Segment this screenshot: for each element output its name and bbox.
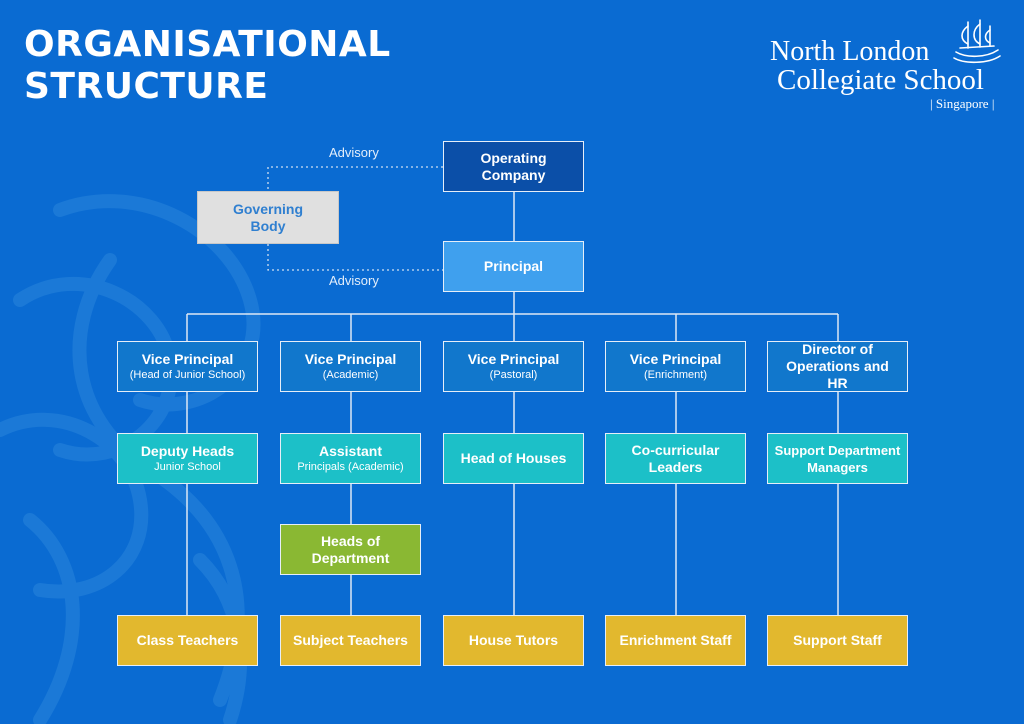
advisory-label-bottom: Advisory: [329, 273, 379, 288]
logo-text-line-1: North London: [770, 36, 930, 67]
node-principal-label: Principal: [483, 258, 544, 274]
advisory-label-top: Advisory: [329, 145, 379, 160]
node-support-managers-label: Support Department Managers: [774, 442, 901, 475]
node-vp-enrichment-sub: (Enrichment): [644, 369, 707, 381]
logo-text-line-3: | Singapore |: [930, 96, 995, 111]
title-line-2: STRUCTURE: [24, 66, 269, 107]
node-operating-company: Operating Company: [443, 141, 584, 192]
title-line-1: ORGANISATIONAL: [24, 24, 391, 65]
node-vp-academic-sub: (Academic): [322, 369, 379, 381]
node-support-staff-label: Support Staff: [793, 632, 882, 648]
node-governing-body: Governing Body: [197, 191, 339, 244]
node-vp-junior: Vice Principal (Head of Junior School): [117, 341, 258, 392]
node-deputy-heads: Deputy Heads Junior School: [117, 433, 258, 484]
school-logo: North London Collegiate School | Singapo…: [765, 18, 1005, 113]
node-class-teachers: Class Teachers: [117, 615, 258, 666]
node-house-tutors-label: House Tutors: [468, 632, 559, 648]
node-vp-enrichment: Vice Principal (Enrichment): [605, 341, 746, 392]
node-assistant-principals: Assistant Principals (Academic): [280, 433, 421, 484]
node-enrichment-staff: Enrichment Staff: [605, 615, 746, 666]
logo-text-line-2: Collegiate School: [777, 64, 984, 96]
node-vp-academic: Vice Principal (Academic): [280, 341, 421, 392]
ship-icon: [953, 19, 1001, 64]
node-head-of-houses-label: Head of Houses: [460, 450, 567, 466]
node-deputy-heads-title: Deputy Heads: [140, 443, 235, 459]
node-support-managers: Support Department Managers: [767, 433, 908, 484]
node-director-ops-label: Director of Operations and HR: [786, 341, 889, 391]
node-principal: Principal: [443, 241, 584, 292]
node-vp-pastoral: Vice Principal (Pastoral): [443, 341, 584, 392]
node-enrichment-staff-label: Enrichment Staff: [619, 632, 732, 648]
node-heads-of-department: Heads of Department: [280, 524, 421, 575]
node-subject-teachers-label: Subject Teachers: [293, 632, 408, 648]
node-vp-junior-title: Vice Principal: [141, 351, 234, 367]
node-subject-teachers: Subject Teachers: [280, 615, 421, 666]
node-director-ops: Director of Operations and HR: [767, 341, 908, 392]
node-support-staff: Support Staff: [767, 615, 908, 666]
node-cocurricular-leaders-label: Co-curricular Leaders: [631, 441, 720, 475]
node-governing-body-label: Governing Body: [232, 200, 303, 234]
node-vp-junior-sub: (Head of Junior School): [129, 369, 246, 381]
node-assistant-principals-title: Assistant: [318, 443, 383, 459]
node-vp-pastoral-title: Vice Principal: [467, 351, 560, 367]
advisory-dotted-bottom: [267, 244, 443, 271]
node-vp-pastoral-sub: (Pastoral): [489, 369, 538, 381]
node-house-tutors: House Tutors: [443, 615, 584, 666]
node-vp-enrichment-title: Vice Principal: [629, 351, 722, 367]
node-vp-academic-title: Vice Principal: [304, 351, 397, 367]
node-head-of-houses: Head of Houses: [443, 433, 584, 484]
page-title: ORGANISATIONAL STRUCTURE: [24, 24, 391, 108]
node-cocurricular-leaders: Co-curricular Leaders: [605, 433, 746, 484]
node-assistant-principals-sub: Principals (Academic): [297, 461, 404, 473]
node-class-teachers-label: Class Teachers: [136, 632, 239, 648]
advisory-dotted-top: [267, 166, 443, 191]
node-heads-of-department-label: Heads of Department: [311, 532, 390, 566]
node-operating-company-label: Operating Company: [480, 149, 547, 183]
node-deputy-heads-sub: Junior School: [154, 461, 221, 473]
